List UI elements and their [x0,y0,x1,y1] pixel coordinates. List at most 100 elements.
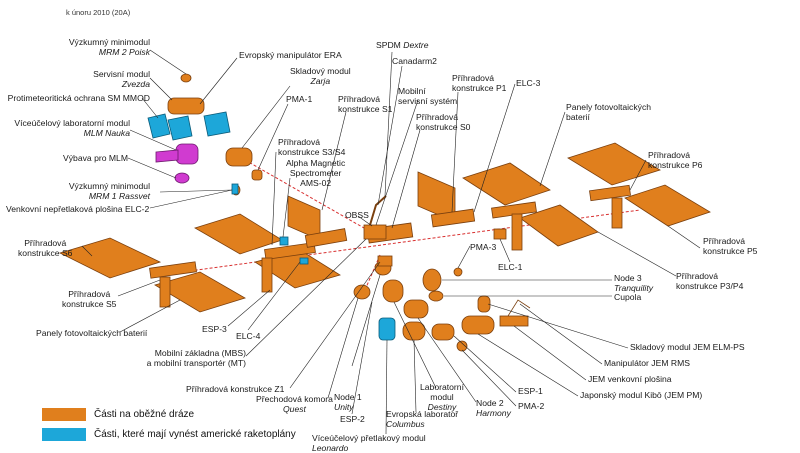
label-mrm2-italic: MRM 2 Poisk [98,47,150,57]
label-p1-line1: Příhradová [452,73,495,83]
label-panels-right-line2: baterií [566,112,590,122]
label-quest: Přechodová komora Quest [256,394,333,414]
kibo-lab [461,315,495,335]
label-ams-line2: Spectrometer [289,168,342,178]
label-mlm-line2: MLM Nauka [14,128,130,138]
label-zarja: Skladový modul Zarja [290,66,351,86]
elc1-pallet [493,228,507,240]
node-axis-line [364,254,381,291]
truss-axis-line [159,209,641,276]
label-mlm-line1: Víceúčelový laboratorní modul [14,118,130,128]
label-ams: Alpha Magnetic Spectrometer AMS-02 [286,158,345,188]
leader-obss [357,215,373,227]
ams02 [279,236,289,246]
leader-s6 [81,245,93,257]
label-node3-line2: Tranquility [614,283,653,293]
truss-s3s4 [264,242,316,260]
leader-unity [351,274,381,367]
label-leonardo-line2: Leonardo [312,443,426,453]
leader-elc1 [499,238,511,263]
label-quest-italic: Quest [282,404,306,414]
label-leonardo-line1: Víceúčelový přetlakový modul [312,433,426,443]
label-harmony: Node 2 Harmony [476,398,511,418]
label-panels-right: Panely fotovoltaických baterií [566,102,651,122]
elc3-pallet [299,257,309,265]
columbus-lab [402,321,426,341]
label-p6: Příhradová konstrukce P6 [648,150,702,170]
leader-mrm2 [149,49,187,75]
label-z1: Příhradová konstrukce Z1 [186,384,285,394]
leader-panels-right [539,111,566,187]
label-harmony-italic: Harmony [476,408,511,418]
truss-s1-radiator [287,195,321,241]
label-leonardo: Víceúčelový přetlakový modul Leonardo [312,433,426,453]
mmod-shield-right [167,115,193,141]
solar-panel-s4-upper [194,213,283,255]
label-s3s4: Příhradová konstrukce S3/S4 [278,137,345,157]
leader-esp3 [227,289,271,327]
label-columbus-line2: Columbus [386,419,458,429]
label-destiny-line2: modul [430,392,454,402]
solar-panel-p4-upper [462,162,551,206]
label-zvezda-line2: Zvezda [93,79,150,89]
label-mrm2-line1: Výzkumný minimodul [68,37,150,47]
leader-quest [327,297,359,399]
label-mrm1: Výzkumný minimodul MRM 1 Rassvet [69,181,150,201]
truss-s6 [149,261,197,279]
mmod-shield-left [147,113,171,139]
label-s0: Příhradová konstrukce S0 [416,112,470,132]
leader-elc3 [473,83,516,213]
jem-ef [499,315,529,327]
legend-orbit-text: Části na oběžné dráze [94,409,195,420]
leader-mmod [141,97,159,119]
leader-p1 [451,91,459,213]
truss-s6-mast [159,276,171,308]
label-spdm-italic: Dextre [403,40,429,50]
truss-s4-mast [261,257,273,293]
leader-harmony [417,317,477,403]
label-mmod: Protimeteoritická ochrana SM MMOD [7,93,150,103]
jem-rms-arm [507,299,531,317]
leader-s1 [321,111,347,211]
legend-planned-swatch [42,428,86,441]
label-zvezda-italic: Zvezda [121,79,150,89]
label-p5: Příhradová konstrukce P5 [703,236,757,256]
label-esp2: ESP-2 [340,414,365,424]
label-p5-line2: konstrukce P5 [703,246,758,256]
label-mrm1-italic: MRM 1 Rassvet [88,191,150,201]
label-elc4: ELC-4 [236,331,261,341]
label-p5-line1: Příhradová [703,236,746,246]
label-s0-line2: konstrukce S0 [416,122,471,132]
leader-s5 [117,279,161,297]
label-s5: Příhradová konstrukce S5 [62,289,116,309]
pma3-port [453,267,463,277]
truss-p1 [430,208,476,228]
label-ams-line3: AMS-02 [300,178,332,188]
label-node3: Node 3 Tranquility [614,273,653,293]
label-p1-line2: konstrukce P1 [452,83,507,93]
harmony-node [403,299,429,319]
label-ef: JEM venkovní plošina [588,374,672,384]
label-pma1: PMA-1 [286,94,313,104]
label-obss: OBSS [345,210,369,220]
leader-mrm1 [159,189,233,193]
pma2-port [456,340,468,352]
label-elc1: ELC-1 [498,262,523,272]
pma1 [251,169,263,181]
label-columbus-line1: Evropská laboratoř [386,409,459,419]
label-s3s4-line1: Příhradová [278,137,321,147]
leader-panels-left [119,299,181,333]
truss-p6-mast [611,197,623,229]
core-axis-line [244,159,386,241]
label-p6-line1: Příhradová [648,150,691,160]
leader-s0 [391,129,421,229]
node3-tranquility [422,268,442,292]
canadarm2-arm [369,195,387,226]
leader-destiny [393,301,437,389]
label-harmony-line1: Node 2 [476,398,504,408]
zvezda-module [167,97,205,115]
label-esp3: ESP-3 [202,324,227,334]
label-mrm1-line1: Výzkumný minimodul [68,181,150,191]
label-leonardo-italic: Leonardo [312,443,349,453]
